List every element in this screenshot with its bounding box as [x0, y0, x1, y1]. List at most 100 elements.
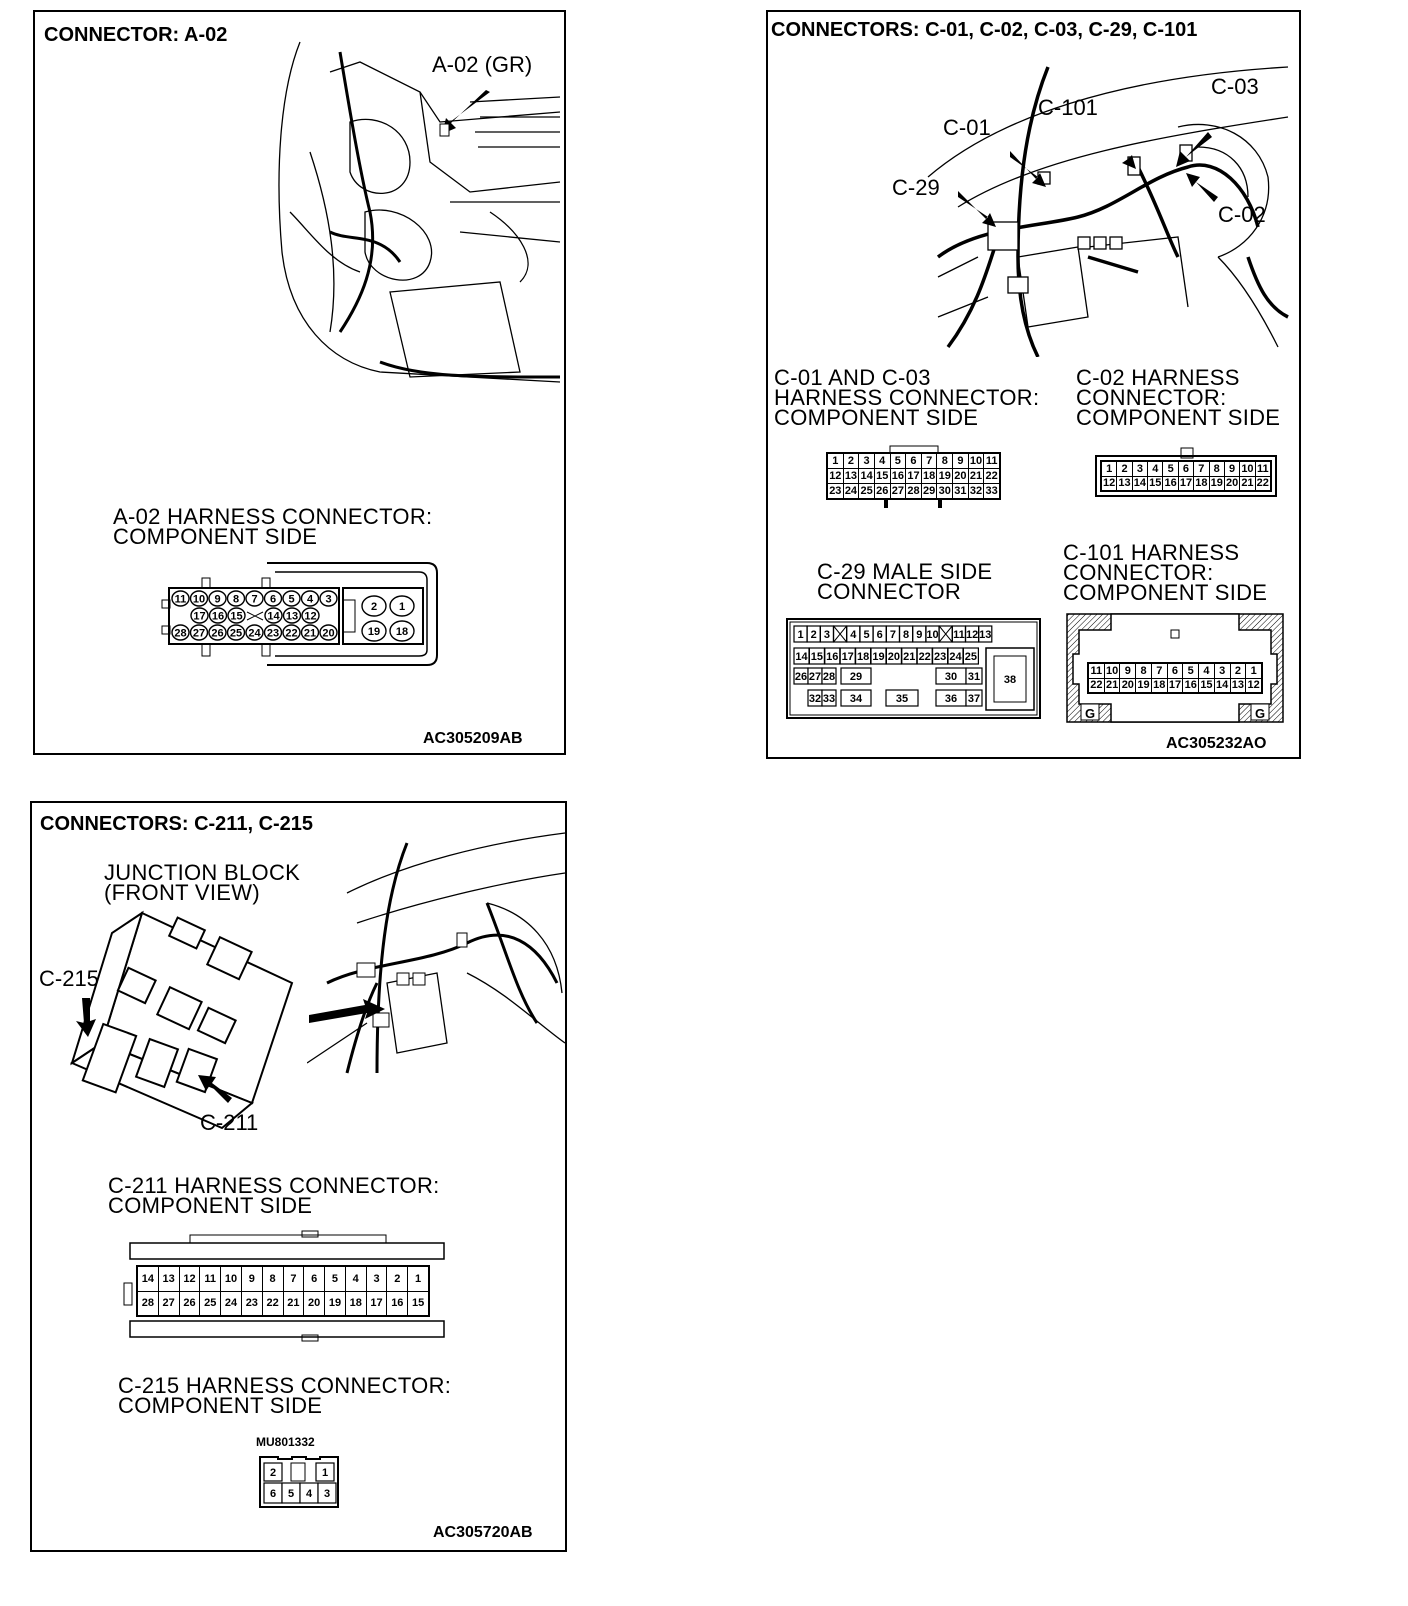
svg-text:11: 11 [953, 629, 965, 641]
connector-pin: 9 [953, 454, 968, 468]
connector-pin: 1 [793, 625, 808, 643]
connector-pin: 18 [389, 620, 415, 642]
svg-text:18: 18 [396, 626, 408, 638]
svg-text:22: 22 [919, 651, 931, 663]
connector-pin: 32 [807, 689, 823, 707]
svg-text:5: 5 [288, 1488, 294, 1500]
connector-pin: 32 [968, 484, 984, 498]
connector-pin: 19 [325, 1291, 345, 1315]
figure-code: AC305209AB [423, 730, 523, 747]
svg-text:25: 25 [230, 628, 242, 640]
svg-text:1: 1 [322, 1467, 328, 1479]
connector-pin: 27 [807, 667, 823, 685]
connector-pin: 11 [171, 590, 190, 607]
connector-pin: 19 [937, 469, 953, 483]
connector-pin: 17 [190, 607, 209, 624]
connector-pin: 1 [315, 1462, 335, 1482]
connector-pin: 14 [1132, 476, 1148, 490]
svg-text:6: 6 [270, 594, 276, 606]
c101-ground-mark-left: G [1085, 706, 1095, 721]
connector-pin: 4 [299, 1482, 319, 1504]
junction-block-illustration [69, 910, 294, 1130]
connector-pin: 19 [361, 620, 387, 642]
connector-cavity-empty [290, 1462, 306, 1482]
connector-pin: 2 [387, 1267, 408, 1291]
svg-text:2: 2 [270, 1467, 276, 1479]
connector-pin: 9 [1120, 664, 1136, 678]
connector-pin: 27 [158, 1291, 179, 1315]
c215-view-label: C-215 HARNESS CONNECTOR: COMPONENT SIDE [118, 1373, 452, 1418]
connector-pin: 4 [1199, 664, 1214, 678]
connector-pin [938, 625, 953, 643]
connector-pin: 6 [872, 625, 887, 643]
svg-text:15: 15 [230, 611, 242, 623]
connector-pin: 28 [138, 1291, 158, 1315]
connector-pin: 29 [840, 667, 872, 685]
connector-pin: 12 [1102, 476, 1117, 490]
connector-pin: 12 [965, 625, 980, 643]
callout-c211: C-211 [200, 1110, 259, 1135]
svg-text:36: 36 [945, 693, 957, 705]
connector-pin: 17 [839, 647, 856, 665]
connector-pin: 21 [968, 469, 984, 483]
connector-pin: 27 [189, 624, 209, 641]
svg-text:5: 5 [863, 629, 869, 641]
c101-ground-mark-right: G [1255, 706, 1265, 721]
svg-text:10: 10 [193, 594, 205, 606]
connector-pin: 6 [906, 454, 921, 468]
figure-code: AC305720AB [433, 1524, 533, 1541]
c101-view-label: C-101 HARNESS CONNECTOR: COMPONENT SIDE [1063, 540, 1268, 605]
connector-pin: 14 [859, 469, 874, 483]
connector-pin: 15 [1148, 476, 1163, 490]
connector-pin: 28 [821, 667, 837, 685]
connector-pin: 10 [1104, 664, 1120, 678]
svg-text:26: 26 [211, 628, 223, 640]
connector-pin: 21 [1240, 476, 1255, 490]
connector-pin: 27 [890, 484, 906, 498]
connector-pin: 17 [906, 469, 921, 483]
connector-pin: 13 [1117, 476, 1132, 490]
svg-text:24: 24 [949, 651, 962, 663]
connector-pin: 18 [1151, 678, 1167, 692]
connector-pin: 6 [1178, 462, 1194, 476]
svg-text:10: 10 [926, 629, 938, 641]
svg-text:4: 4 [307, 594, 314, 606]
svg-text:21: 21 [304, 628, 316, 640]
connector-pin: 1 [1102, 462, 1117, 476]
connector-pin: 1 [389, 595, 415, 617]
callout-c29: C-29 [892, 175, 940, 200]
connector-pin: 3 [1214, 664, 1230, 678]
connector-pin: 16 [208, 607, 228, 624]
connector-pin: 1 [828, 454, 843, 468]
connector-pin: 18 [854, 647, 872, 665]
svg-text:30: 30 [945, 671, 957, 683]
connector-pin: 8 [937, 454, 953, 468]
svg-text:22: 22 [285, 628, 297, 640]
svg-text:32: 32 [809, 693, 821, 705]
panel-title: CONNECTORS: C-211, C-215 [40, 813, 314, 835]
a02-view-label: A-02 HARNESS CONNECTOR: COMPONENT SIDE [113, 504, 433, 549]
svg-text:11: 11 [175, 594, 187, 606]
connector-pin: 10 [968, 454, 984, 468]
connector-pin: 16 [387, 1291, 408, 1315]
connector-pin: 15 [227, 607, 246, 624]
connector-pin: 3 [859, 454, 874, 468]
connector-pin: 2 [843, 454, 859, 468]
callout-c03: C-03 [1211, 74, 1259, 99]
connector-pin: 4 [1148, 462, 1163, 476]
connector-pin: 13 [282, 607, 302, 624]
connector-pin: 8 [1209, 462, 1224, 476]
panel-title: CONNECTORS: C-01, C-02, C-03, C-29, C-10… [771, 19, 1198, 41]
svg-text:14: 14 [795, 651, 808, 663]
connector-pin: 5 [281, 1482, 301, 1504]
connector-pin: 6 [304, 1267, 325, 1291]
connector-pin: 13 [978, 625, 993, 643]
connector-pin: 12 [301, 607, 320, 624]
callout-c101: C-101 [1038, 95, 1098, 120]
connector-pin: 19 [1209, 476, 1224, 490]
connector-pin: 18 [345, 1291, 366, 1315]
connector-pin: 14 [138, 1267, 158, 1291]
connector-pin: 4 [300, 590, 320, 607]
connector-pin: 18 [1194, 476, 1209, 490]
engine-bay-illustration [278, 41, 561, 383]
